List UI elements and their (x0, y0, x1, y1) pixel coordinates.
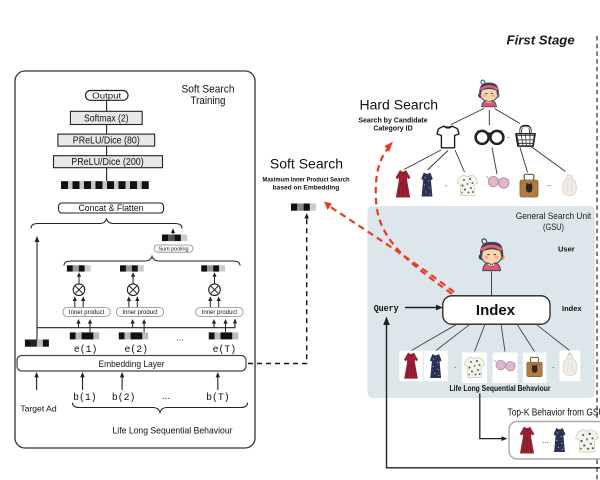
svg-text:b(T): b(T) (206, 392, 230, 403)
svg-text:(GSU): (GSU) (543, 222, 564, 233)
svg-text:Concat & Flatten: Concat & Flatten (79, 203, 144, 214)
svg-text:Maximum Inner Product Search: Maximum Inner Product Search (263, 177, 350, 184)
svg-text:b(2): b(2) (112, 392, 136, 403)
svg-text:PReLU/Dice (200): PReLU/Dice (200) (71, 157, 144, 168)
svg-text:Soft Search: Soft Search (270, 156, 343, 172)
svg-text:based on Embedding: based on Embedding (273, 185, 340, 192)
svg-text:-: - (552, 365, 555, 372)
svg-text:Training: Training (191, 95, 226, 107)
svg-text:Embedding Layer: Embedding Layer (99, 359, 166, 370)
svg-text:Inner product: Inner product (202, 310, 238, 316)
svg-text:First Stage: First Stage (507, 33, 575, 48)
svg-text:Softmax (2): Softmax (2) (84, 113, 129, 124)
svg-text:b(1): b(1) (73, 392, 97, 403)
svg-text:Life Long Sequential Behaviour: Life Long Sequential Behaviour (113, 426, 234, 437)
svg-text:...: ... (176, 333, 184, 343)
svg-text:e(2): e(2) (125, 344, 149, 355)
svg-text:User: User (558, 245, 575, 254)
svg-text:-: - (454, 365, 457, 372)
svg-text:-: - (507, 133, 510, 142)
svg-text:...: ... (542, 436, 549, 445)
svg-text:--: -- (547, 183, 552, 190)
svg-text:...: ... (162, 391, 170, 402)
svg-text:e(1): e(1) (74, 344, 98, 355)
svg-text:Life Long Sequential Behaviour: Life Long Sequential Behaviour (450, 384, 551, 393)
svg-text:M: M (568, 352, 571, 356)
svg-text:General Search Unit: General Search Unit (516, 211, 592, 222)
svg-text:Index: Index (562, 304, 582, 313)
svg-text:Sum pooling: Sum pooling (159, 246, 189, 252)
svg-text:Query: Query (374, 303, 399, 314)
svg-text:PReLU/Dice (80): PReLU/Dice (80) (73, 136, 140, 147)
svg-text:Inner product: Inner product (69, 310, 105, 316)
svg-text:Index: Index (476, 302, 516, 319)
svg-text:Soft Search: Soft Search (182, 84, 235, 96)
svg-text:Inner product: Inner product (122, 310, 158, 316)
svg-text:-: - (445, 181, 448, 190)
svg-text:e(T): e(T) (213, 344, 237, 355)
svg-text:Top-K Behavior from GSU: Top-K Behavior from GSU (508, 408, 600, 419)
svg-text:Target Ad: Target Ad (20, 404, 57, 414)
svg-text:Search by Candidate: Search by Candidate (358, 118, 427, 125)
svg-text:Hard Search: Hard Search (360, 97, 439, 113)
svg-text:Category ID: Category ID (373, 126, 412, 133)
svg-text:Output: Output (92, 90, 122, 100)
